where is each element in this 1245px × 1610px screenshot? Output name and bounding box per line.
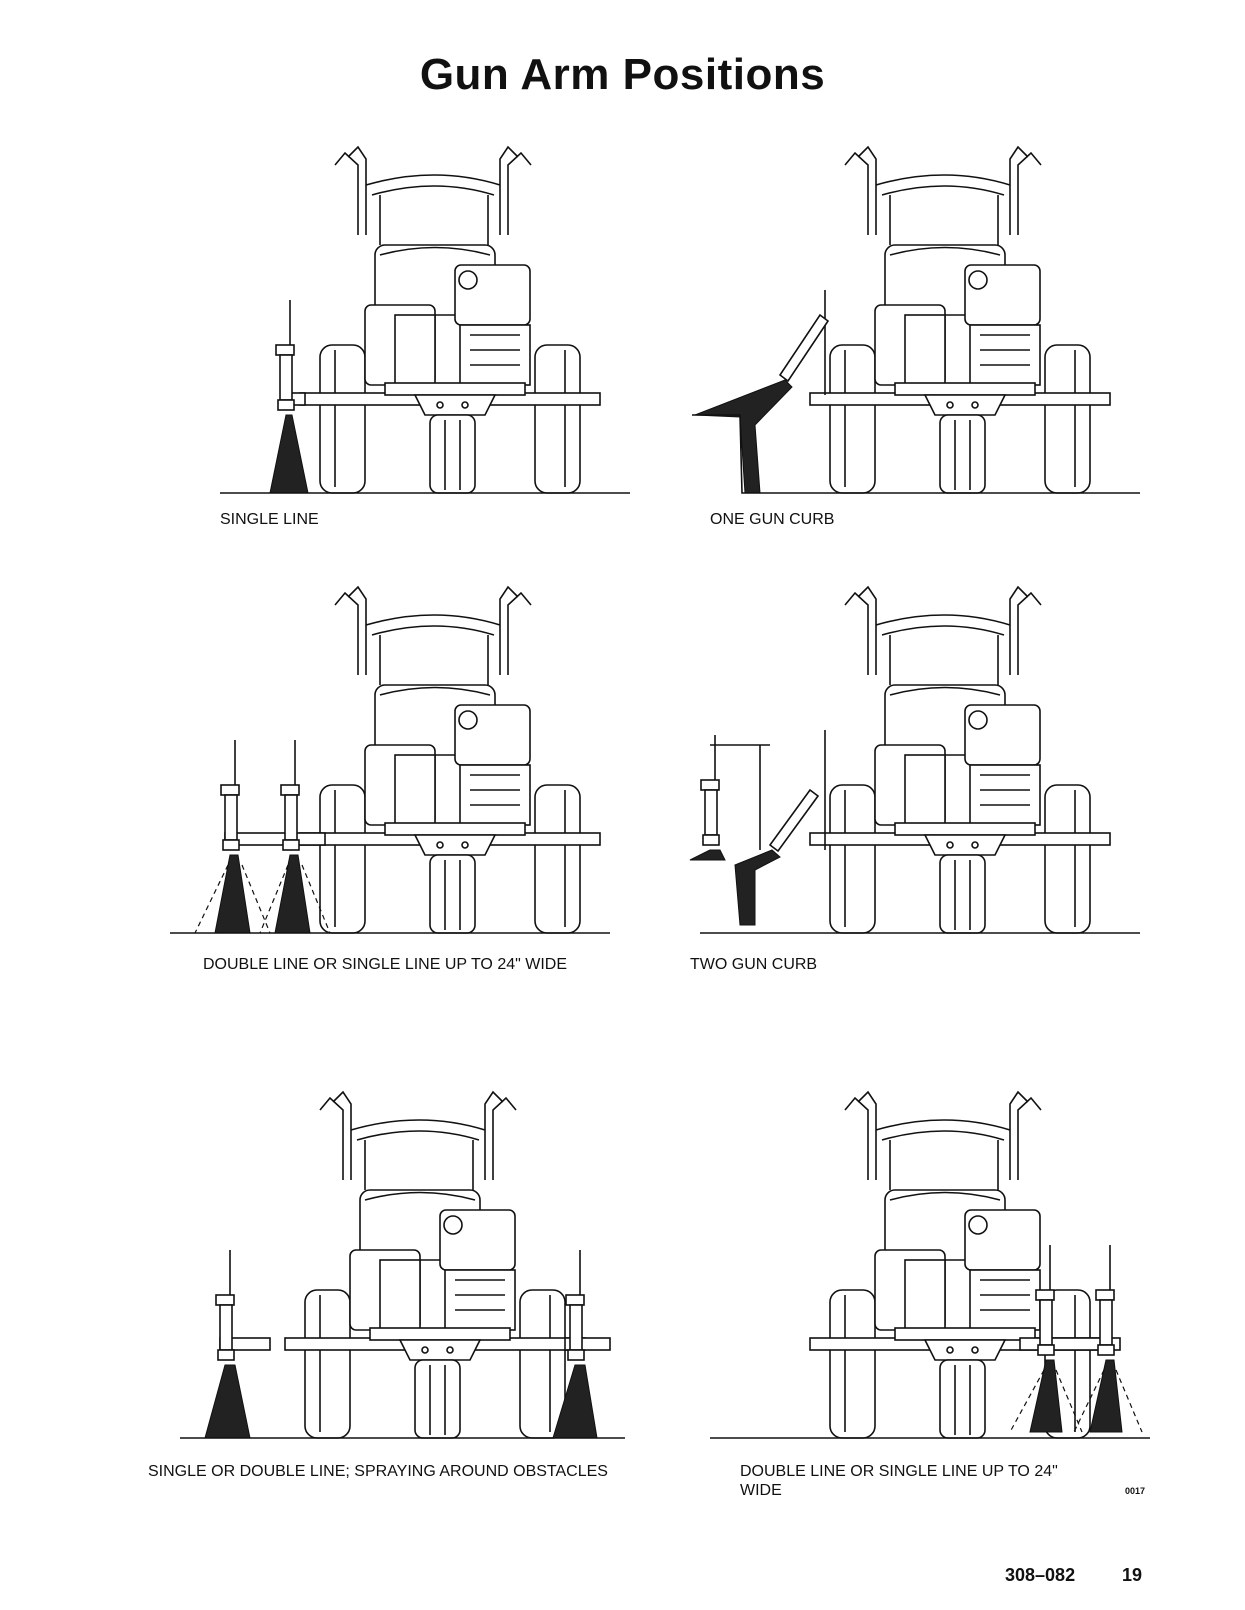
panel-caption: TWO GUN CURB bbox=[690, 955, 817, 974]
striper-illustration bbox=[170, 565, 610, 945]
panel-two-gun-curb: TWO GUN CURB bbox=[700, 565, 1140, 945]
panel-caption: SINGLE LINE bbox=[220, 510, 319, 529]
figure-id: 0017 bbox=[1125, 1486, 1145, 1496]
striper-illustration bbox=[190, 125, 630, 505]
striper-illustration bbox=[710, 1070, 1150, 1450]
page-title: Gun Arm Positions bbox=[0, 50, 1245, 100]
panel-caption: ONE GUN CURB bbox=[710, 510, 834, 529]
striper-illustration bbox=[185, 1070, 625, 1450]
striper-illustration bbox=[700, 565, 1140, 945]
page-number: 19 bbox=[1122, 1565, 1142, 1586]
panel-single-line: SINGLE LINE bbox=[190, 125, 630, 505]
panel-caption: DOUBLE LINE OR SINGLE LINE UP TO 24" WID… bbox=[203, 955, 567, 974]
panel-double-line: DOUBLE LINE OR SINGLE LINE UP TO 24" WID… bbox=[170, 565, 610, 945]
document-number: 308–082 bbox=[1005, 1565, 1075, 1586]
panel-around-obstacles: SINGLE OR DOUBLE LINE; SPRAYING AROUND O… bbox=[185, 1070, 625, 1450]
panel-double-line-right: DOUBLE LINE OR SINGLE LINE UP TO 24" WID… bbox=[710, 1070, 1150, 1450]
striper-illustration bbox=[700, 125, 1140, 505]
panel-caption: DOUBLE LINE OR SINGLE LINE UP TO 24" WID… bbox=[740, 1462, 1120, 1500]
panel-one-gun-curb: ONE GUN CURB bbox=[700, 125, 1140, 505]
panel-caption: SINGLE OR DOUBLE LINE; SPRAYING AROUND O… bbox=[148, 1462, 608, 1481]
